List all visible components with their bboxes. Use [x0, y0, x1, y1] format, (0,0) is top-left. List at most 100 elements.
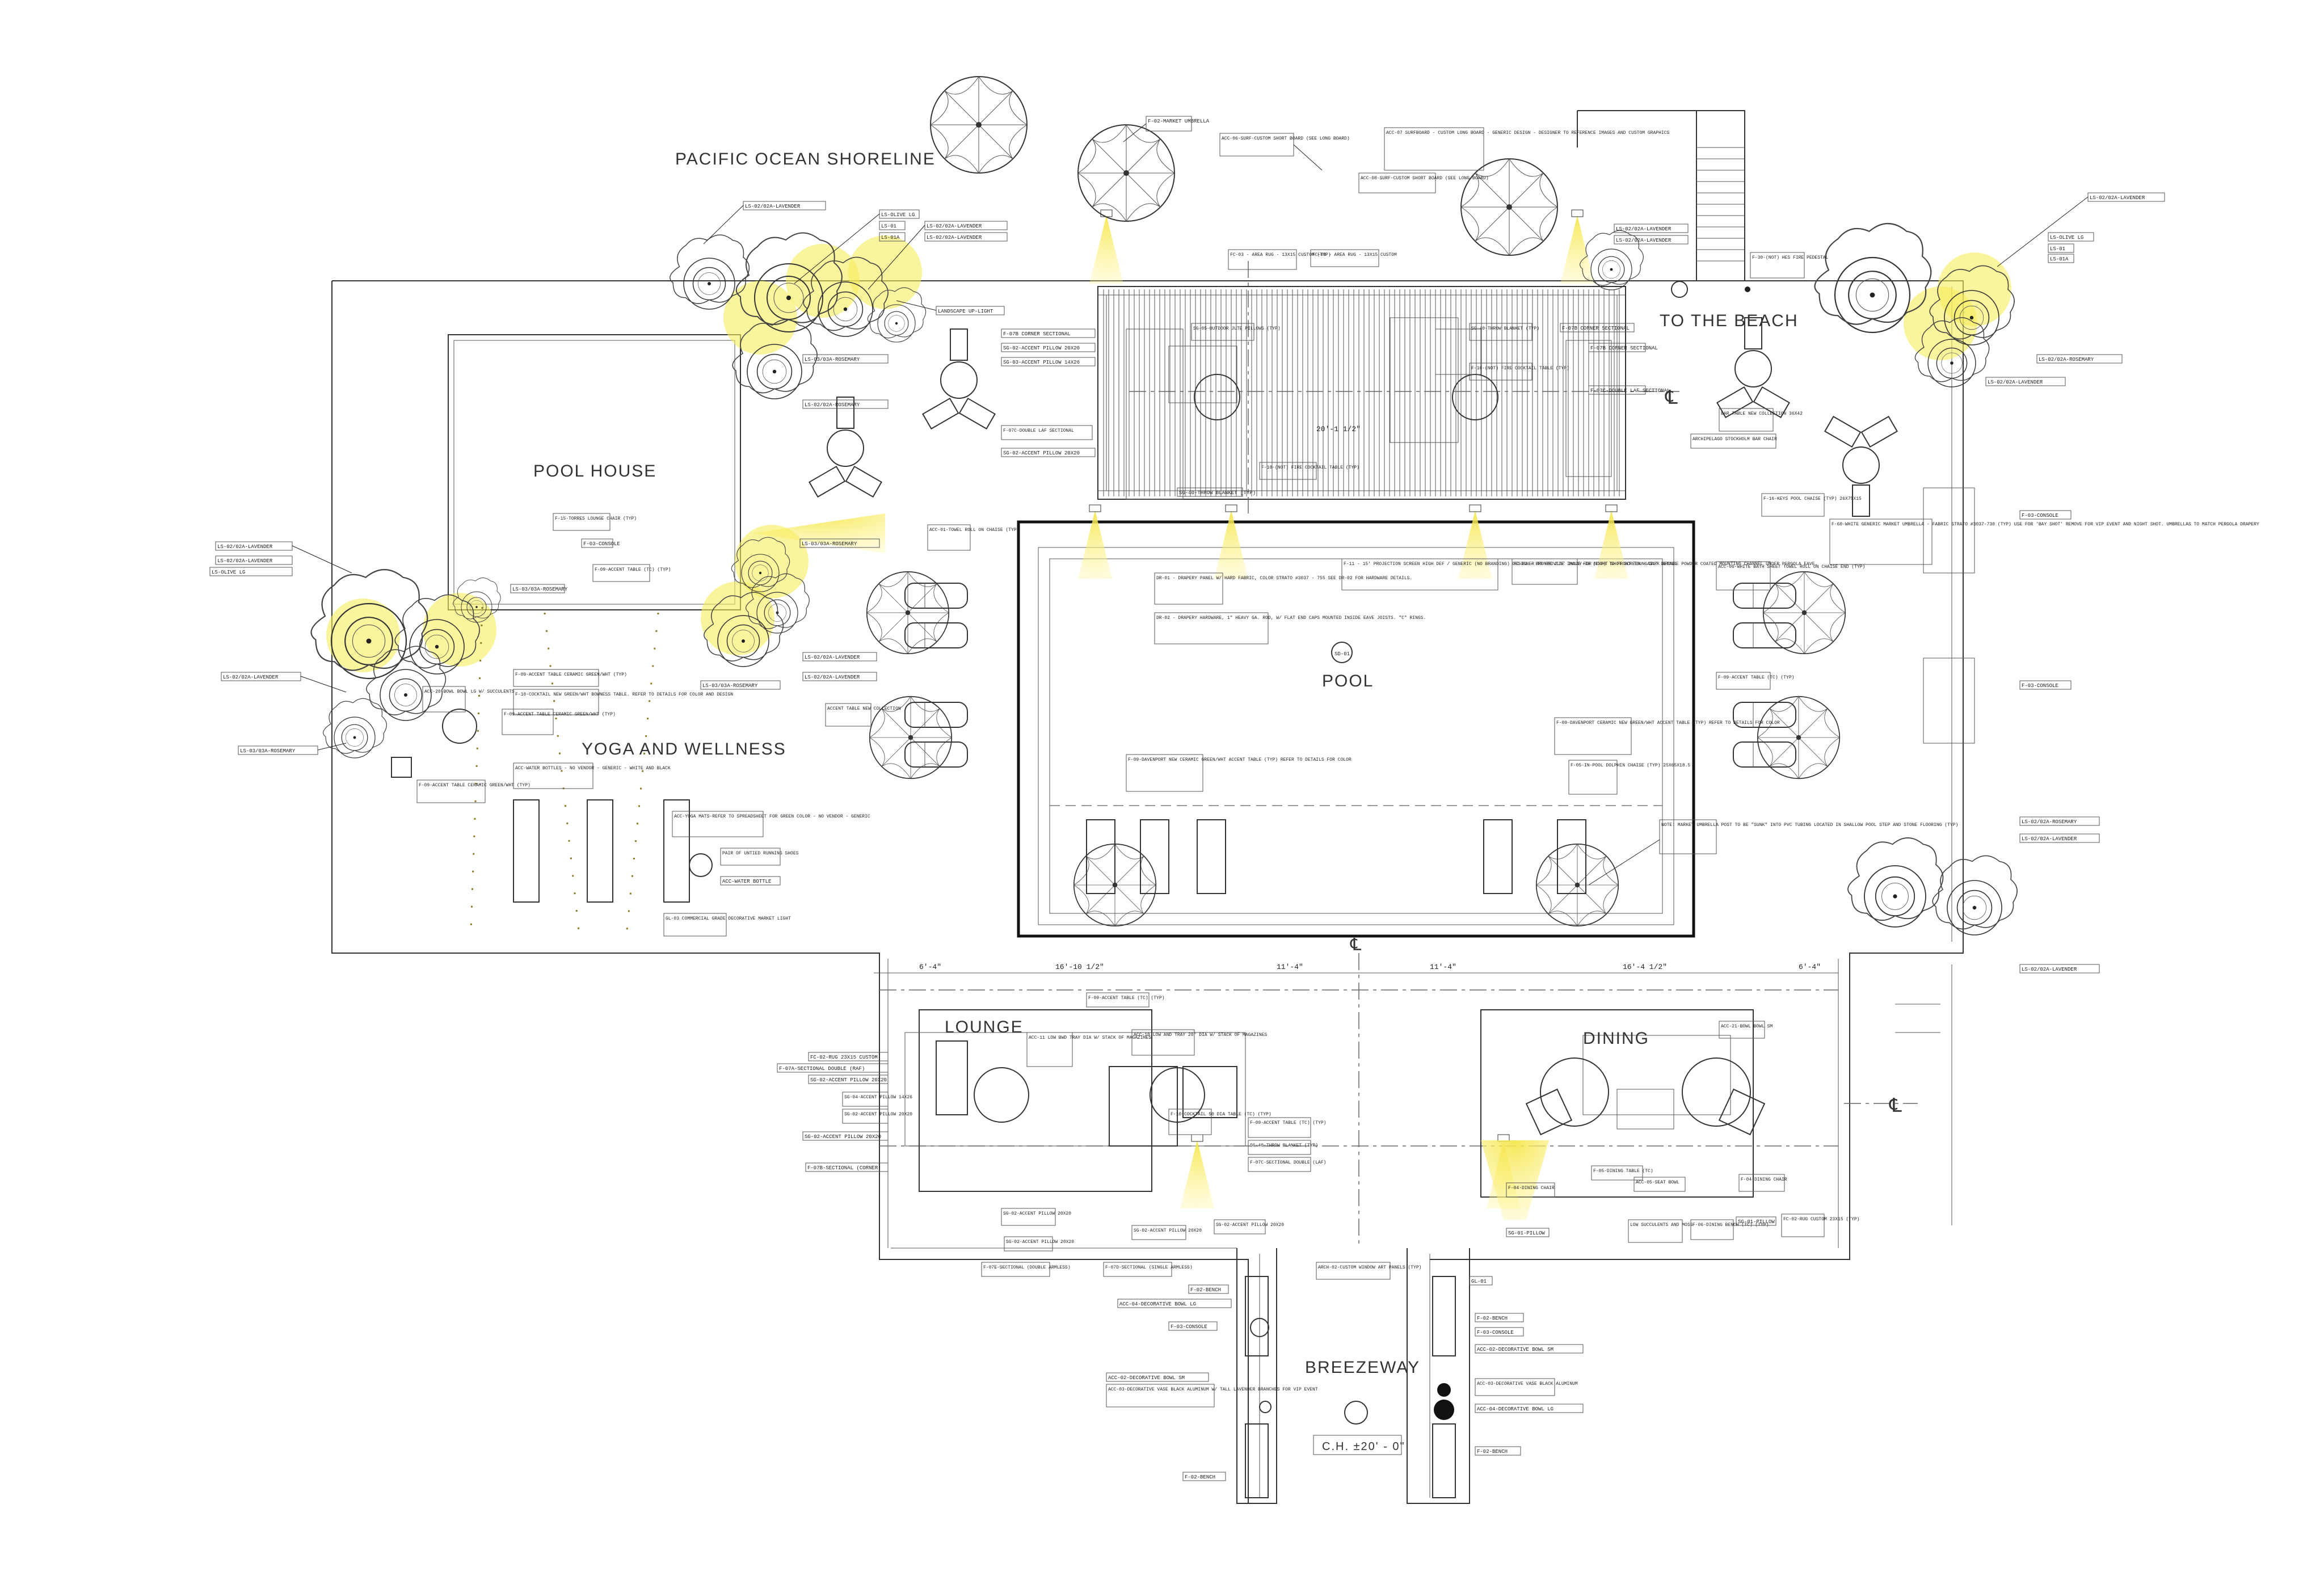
callout: F-15-TORRES LOUNGE CHAIR (TYP): [553, 513, 637, 531]
svg-text:SG-02-ACCENT PILLOW 20X20: SG-02-ACCENT PILLOW 20X20: [844, 1112, 912, 1117]
tree-canopy: [1847, 837, 1944, 921]
planter-tree: [746, 573, 810, 634]
dim-4: 11'-4": [1430, 963, 1456, 971]
tree-canopy: [670, 234, 750, 304]
callout: F-02-BENCH: [1475, 1313, 1524, 1322]
callout: LS-02/02A-LAVENDER: [2019, 964, 2100, 974]
svg-text:LS-02/02A-LAVENDER: LS-02/02A-LAVENDER: [2090, 195, 2145, 201]
label-yoga: YOGA AND WELLNESS: [582, 740, 786, 758]
centerline-3: ℄: [1889, 1095, 1903, 1116]
svg-text:F-02-BENCH: F-02-BENCH: [1190, 1287, 1221, 1293]
svg-text:ACC-04-DECORATIVE BOWL LG: ACC-04-DECORATIVE BOWL LG: [1477, 1406, 1553, 1412]
svg-text:ARCHIPELAGO STOCKHOLM BAR CHAI: ARCHIPELAGO STOCKHOLM BAR CHAIR: [1693, 437, 1777, 442]
callout: ACC-01-TOWEL ROLL ON CHAISE (TYP): [927, 524, 1019, 551]
callout: F-02-BENCH: [1475, 1446, 1521, 1456]
light-cone: [1089, 216, 1123, 284]
callout: LS-02/02A-LAVENDER: [868, 221, 1008, 290]
callout: SG-01-PILLOW: [1736, 1216, 1776, 1226]
svg-text:F-03-CONSOLE: F-03-CONSOLE: [2022, 683, 2058, 689]
callout: SG-03-ACCENT PILLOW 14X26: [1001, 357, 1096, 366]
chaise-symbol: [904, 702, 968, 728]
planter-tree: [366, 646, 447, 721]
light-fixture: [1089, 504, 1101, 512]
callout: SG-02-ACCENT PILLOW 20X20: [1004, 1236, 1074, 1251]
callout: LS-OLIVE LG: [209, 567, 293, 576]
svg-text:SG-02-ACCENT PILLOW 20X20: SG-02-ACCENT PILLOW 20X20: [805, 1134, 881, 1140]
svg-text:LS-02/02A-LAVENDER: LS-02/02A-LAVENDER: [1616, 226, 1672, 232]
svg-text:ACC-03-DECORATIVE VASE BLACK A: ACC-03-DECORATIVE VASE BLACK ALUMINUM: [1477, 1381, 1578, 1387]
callout: LS-02/02A-LAVENDER: [1985, 377, 2066, 386]
callout: LS-01: [879, 221, 906, 230]
plant-glow: [701, 581, 774, 655]
callout: ACC-03-DECORATIVE VASE BLACK ALUMINUM: [1475, 1378, 1578, 1396]
callout: LS-02/02A-LAVENDER: [924, 232, 1008, 242]
svg-text:F-07D-SECTIONAL (SINGLE ARMLES: F-07D-SECTIONAL (SINGLE ARMLESS): [1105, 1265, 1193, 1270]
umbrella-symbol: [866, 571, 950, 655]
umbrella-symbol: [1460, 158, 1558, 256]
callout: ARCH-02-CUSTOM WINDOW ART PANELS (TYP): [1316, 1262, 1421, 1280]
plant-glow: [735, 525, 809, 599]
umbrella-symbol: [1762, 571, 1846, 655]
svg-text:F-09-ACCENT TABLE (TC) (TYP): F-09-ACCENT TABLE (TC) (TYP): [1088, 996, 1164, 1001]
svg-text:LS-01: LS-01: [881, 224, 896, 229]
umbrella: [866, 571, 950, 655]
callout: SG-02-ACCENT PILLOW 20X20: [808, 1074, 889, 1084]
svg-text:LS-03/03A-ROSEMARY: LS-03/03A-ROSEMARY: [512, 587, 568, 592]
callout: F-09-DAVENPORT CERAMIC NEW GREEN/WHT ACC…: [1554, 717, 1780, 755]
svg-text:LS-02/02A-LAVENDER: LS-02/02A-LAVENDER: [223, 675, 279, 680]
callout: F-07B CORNER SECTIONAL: [1001, 328, 1096, 338]
callout: LS-03/03A-ROSEMARY: [700, 680, 781, 690]
callout: F-09-DAVENPORT NEW CERAMIC GREEN/WHT ACC…: [1126, 754, 1352, 792]
svg-text:SG-01-PILLOW: SG-01-PILLOW: [1508, 1231, 1545, 1236]
svg-text:LS-01: LS-01: [2050, 246, 2065, 252]
svg-text:SG-02-ACCENT PILLOW 20X20: SG-02-ACCENT PILLOW 20X20: [1134, 1228, 1202, 1233]
callout: SG-02-ACCENT PILLOW 20X20: [842, 1109, 912, 1124]
pool-marker-label: SD-01: [1334, 651, 1350, 657]
svg-text:SG-02-ACCENT PILLOW 20X20: SG-02-ACCENT PILLOW 20X20: [1003, 450, 1080, 456]
svg-text:SG-02-ACCENT PILLOW 20X20: SG-02-ACCENT PILLOW 20X20: [1006, 1240, 1074, 1245]
svg-text:F-09-DAVENPORT NEW CERAMIC GRE: F-09-DAVENPORT NEW CERAMIC GREEN/WHT ACC…: [1128, 757, 1352, 762]
plant-glow: [1904, 286, 1977, 360]
callout: ACC-10 LOW AND TRAY 20" DIA W/ STACK OF …: [1131, 1029, 1267, 1056]
svg-text:F-10-COCKTAIL 50 DIA TABLE (TC: F-10-COCKTAIL 50 DIA TABLE (TC) (TYP): [1171, 1112, 1272, 1117]
site-outline: [331, 280, 1964, 1504]
callout: SG-04-ACCENT PILLOW 14X26: [842, 1092, 912, 1107]
callout: LS-02/02A-LAVENDER: [802, 652, 877, 661]
light-cone: [1078, 511, 1112, 579]
light-cone: [1180, 1140, 1214, 1208]
callout: F-03-CONSOLE: [581, 538, 620, 548]
svg-text:SG-01-PILLOW: SG-01-PILLOW: [1738, 1219, 1775, 1225]
svg-text:ARCH-02-CUSTOM WINDOW ART PANE: ARCH-02-CUSTOM WINDOW ART PANELS (TYP): [1318, 1265, 1421, 1270]
pergola-frame: [1097, 286, 1626, 500]
callout: SG-02-ACCENT PILLOW 20X20: [1131, 1225, 1202, 1240]
callout: LS-03/03A-ROSEMARY: [799, 538, 880, 548]
svg-text:LS-OLIVE LG: LS-OLIVE LG: [881, 212, 915, 218]
svg-text:LS-03/03A-ROSEMARY: LS-03/03A-ROSEMARY: [805, 357, 860, 363]
planter-tree: [394, 594, 480, 675]
svg-text:LS-02/02A-LAVENDER: LS-02/02A-LAVENDER: [927, 235, 982, 241]
svg-text:ACC-01-TOWEL ROLL ON CHAISE (T: ACC-01-TOWEL ROLL ON CHAISE (TYP): [929, 528, 1019, 533]
callout: ACC-08-SURF-CUSTOM SHORT BOARD (SEE LONG…: [1358, 172, 1489, 193]
callout: NOTE: MARKET UMBRELLA POST TO BE "SUNK" …: [1588, 819, 1958, 886]
svg-text:SG-40-THROW BLANKET (TYP): SG-40-THROW BLANKET (TYP): [1179, 490, 1256, 496]
callout: GL-03 COMMERCIAL GRADE DECORATIVE MARKET…: [663, 913, 791, 937]
callout: F-07A-SECTIONAL DOUBLE (RAF): [777, 1063, 889, 1073]
svg-text:LS-02/02A-LAVENDER: LS-02/02A-LAVENDER: [1616, 238, 1672, 243]
planter-tree: [310, 569, 428, 680]
callout: F-05-IN-POOL DOLPHIN CHAISE (TYP) 25X65X…: [1568, 760, 1690, 795]
pool-house: [448, 334, 741, 610]
svg-text:ACC-03-DECORATIVE VASE BLACK A: ACC-03-DECORATIVE VASE BLACK ALUMINUM W/…: [1108, 1387, 1318, 1392]
callout: LOW SUCCULENTS AND MOSS: [1628, 1219, 1693, 1243]
tree-canopy: [323, 698, 387, 754]
pool: [1017, 520, 1695, 938]
callout: ACC-YOGA MATS-REFER TO SPREADSHEET FOR G…: [672, 811, 870, 837]
plant-glow: [723, 281, 797, 355]
svg-text:ACC-YOGA MATS-REFER TO SPREADS: ACC-YOGA MATS-REFER TO SPREADSHEET FOR G…: [674, 814, 870, 819]
svg-text:ACC-05-SEAT BOWL: ACC-05-SEAT BOWL: [1636, 1180, 1679, 1185]
callout: LS-02/02A-ROSEMARY: [802, 399, 889, 409]
light-cone: [1594, 511, 1628, 579]
callout: LS-02/02A-LAVENDER: [221, 672, 347, 693]
svg-text:LS-02/02A-LAVENDER: LS-02/02A-LAVENDER: [805, 675, 860, 680]
tree-canopy: [731, 537, 790, 588]
callout: F-07B-SECTIONAL (CORNER): [805, 1162, 889, 1172]
